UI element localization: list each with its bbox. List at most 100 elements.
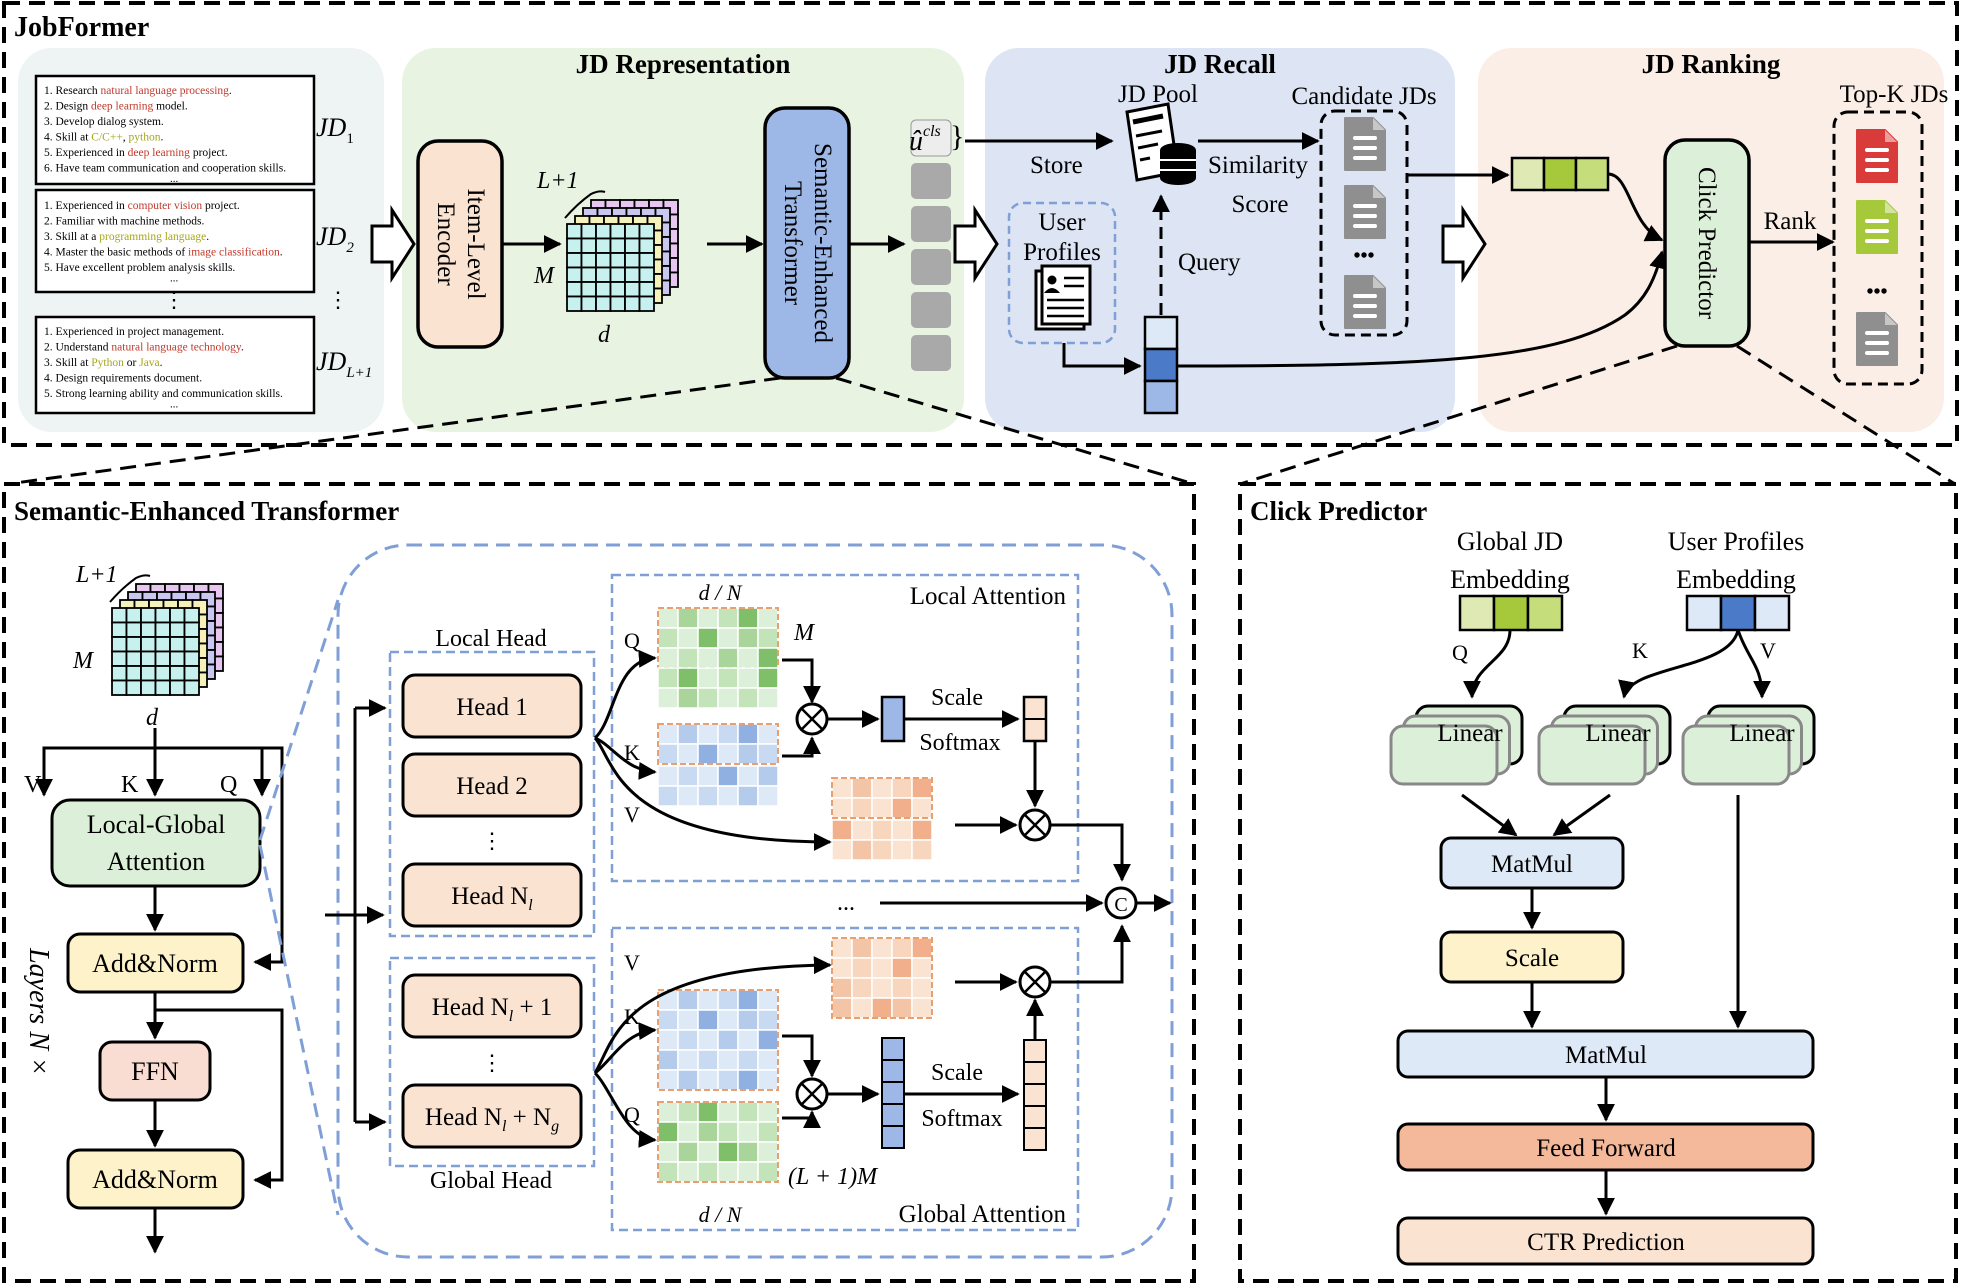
global-lm-label: (L + 1)M <box>788 1164 879 1190</box>
local-q-grid-cell <box>737 687 759 709</box>
global-out-to-concat <box>1050 924 1131 984</box>
local-v-grid-cell <box>911 777 933 799</box>
set-block-label: Semantic-EnhancedTransformer <box>779 143 836 343</box>
global-k-grid-cell <box>677 989 699 1011</box>
global-prob-cell <box>1023 1039 1047 1063</box>
svg-text:1. Experienced in project mana: 1. Experienced in project management.2. … <box>44 326 283 411</box>
global-q-grid-cell <box>737 1141 759 1163</box>
local-v-grid-cell <box>851 819 873 841</box>
global-q-grid-cell <box>677 1161 699 1183</box>
jd-label-vertical-dots: ⋮ <box>327 287 349 312</box>
tensor-cell <box>154 679 171 696</box>
local-v-grid-cell <box>891 819 913 841</box>
global-v-grid-cell <box>851 977 873 999</box>
tensor-cell <box>624 237 641 254</box>
cp-q-label: Q <box>1452 640 1468 665</box>
query-label: Query <box>1178 249 1241 276</box>
jd-document-1: 1. Research natural language processing.… <box>34 74 316 186</box>
global-q-grid-cell <box>717 1101 739 1123</box>
tensor-m-label: M <box>533 263 556 289</box>
tensor-cell <box>580 252 597 269</box>
cp-v-label: V <box>1760 638 1776 663</box>
local-k-grid-cell <box>717 723 739 745</box>
global-k-grid-cell <box>757 1049 779 1071</box>
tensor-cell <box>580 237 597 254</box>
tensor-brace <box>109 574 151 603</box>
head-nl-plus-1-block <box>401 973 583 1039</box>
global-k-grid-cell <box>717 1069 739 1091</box>
tensor-cell <box>154 621 171 638</box>
tensor-cell <box>609 295 626 312</box>
tensor-cell <box>125 650 142 667</box>
top-k-dots: ••• <box>1866 281 1887 303</box>
local-k-grid-cell <box>657 765 679 787</box>
local-q-grid-cell <box>717 667 739 689</box>
jd-line: 5. Have excellent problem analysis skill… <box>44 262 235 274</box>
tensor-l-plus-1-label: L+1 <box>536 168 579 194</box>
global-v-grid-cell <box>831 997 853 1019</box>
local-attention-label: Local Attention <box>910 583 1067 610</box>
global-attention-label: Global Attention <box>899 1201 1067 1228</box>
jd-label-1: JD1 <box>316 113 354 147</box>
candidate-jds-box <box>1319 109 1409 337</box>
global-jd-embedding-cell-2 <box>1542 156 1578 192</box>
candidate-jds-label: Candidate JDs <box>1291 83 1436 110</box>
svg-text:1. Experienced in computer vis: 1. Experienced in computer vision projec… <box>44 200 283 285</box>
global-k-grid-cell <box>697 1009 719 1031</box>
tensor-cell <box>125 665 142 682</box>
hollow-arrow-3 <box>1441 204 1487 284</box>
local-q-grid-cell <box>657 627 679 649</box>
global-k-grid-cell <box>657 1009 679 1031</box>
tensor-cell <box>111 636 128 653</box>
tensor-cell <box>638 266 655 283</box>
local-v-label: V <box>624 802 640 827</box>
local-v-grid-cell <box>891 797 913 819</box>
global-v-grid-cell <box>891 977 913 999</box>
global-prob-cell <box>1023 1061 1047 1085</box>
click-predictor-detail-title: Click Predictor <box>1250 496 1427 526</box>
local-v-grid-cell <box>851 777 873 799</box>
heads-hdots: ... <box>837 890 855 916</box>
local-k-grid-cell <box>677 785 699 807</box>
global-scale-label: Scale <box>931 1060 983 1086</box>
jd-line: 3. Develop dialog system. <box>44 116 164 128</box>
local-q-grid-cell <box>757 627 779 649</box>
global-q-arrow <box>593 1071 657 1148</box>
local-k-grid-cell <box>697 743 719 765</box>
local-q-grid-cell <box>757 667 779 689</box>
v-route <box>35 746 155 797</box>
global-score-cell <box>881 1059 905 1083</box>
jobformer-title: JobFormer <box>14 12 149 43</box>
jd-document-2: 1. Experienced in computer vision projec… <box>34 188 316 294</box>
global-v-grid-cell <box>831 957 853 979</box>
jd-label-l-plus-1: JDL+1 <box>316 347 372 381</box>
global-v-grid-cell <box>831 977 853 999</box>
global-k-grid-cell <box>737 989 759 1011</box>
tensor-cell <box>566 281 583 298</box>
global-q-grid-cell <box>717 1121 739 1143</box>
local-q-grid-cell <box>657 687 679 709</box>
global-k-grid-cell <box>757 1009 779 1031</box>
linear-q-to-matmul <box>1461 793 1518 837</box>
set-tensor-m-label: M <box>72 648 95 674</box>
global-k-grid-cell <box>717 1009 739 1031</box>
local-heads-vdots: ⋮ <box>481 828 503 853</box>
click-predictor-block-label: Click Predictor <box>1693 167 1720 320</box>
global-k-grid-cell <box>737 1049 759 1071</box>
lga-zoom-line-top <box>258 599 340 841</box>
local-q-grid-cell <box>697 687 719 709</box>
global-head-label: Global Head <box>430 1168 552 1194</box>
top-k-jd-icons <box>1856 129 1898 366</box>
set-detail-title: Semantic-Enhanced Transformer <box>14 496 399 526</box>
jd-list-vertical-dots: ⋮ <box>163 287 185 312</box>
global-k-grid-cell <box>697 989 719 1011</box>
head-2-label: Head 2 <box>456 773 528 800</box>
tensor-cell <box>566 266 583 283</box>
global-v-grid-cell <box>851 957 873 979</box>
add-norm-label-2: Add&Norm <box>92 1165 218 1194</box>
attention-grids <box>657 607 933 1183</box>
head-nl-plus-ng-label: Head Nl + Ng <box>425 1104 559 1135</box>
global-v-grid-cell <box>851 997 873 1019</box>
global-k-grid-cell <box>677 1009 699 1031</box>
